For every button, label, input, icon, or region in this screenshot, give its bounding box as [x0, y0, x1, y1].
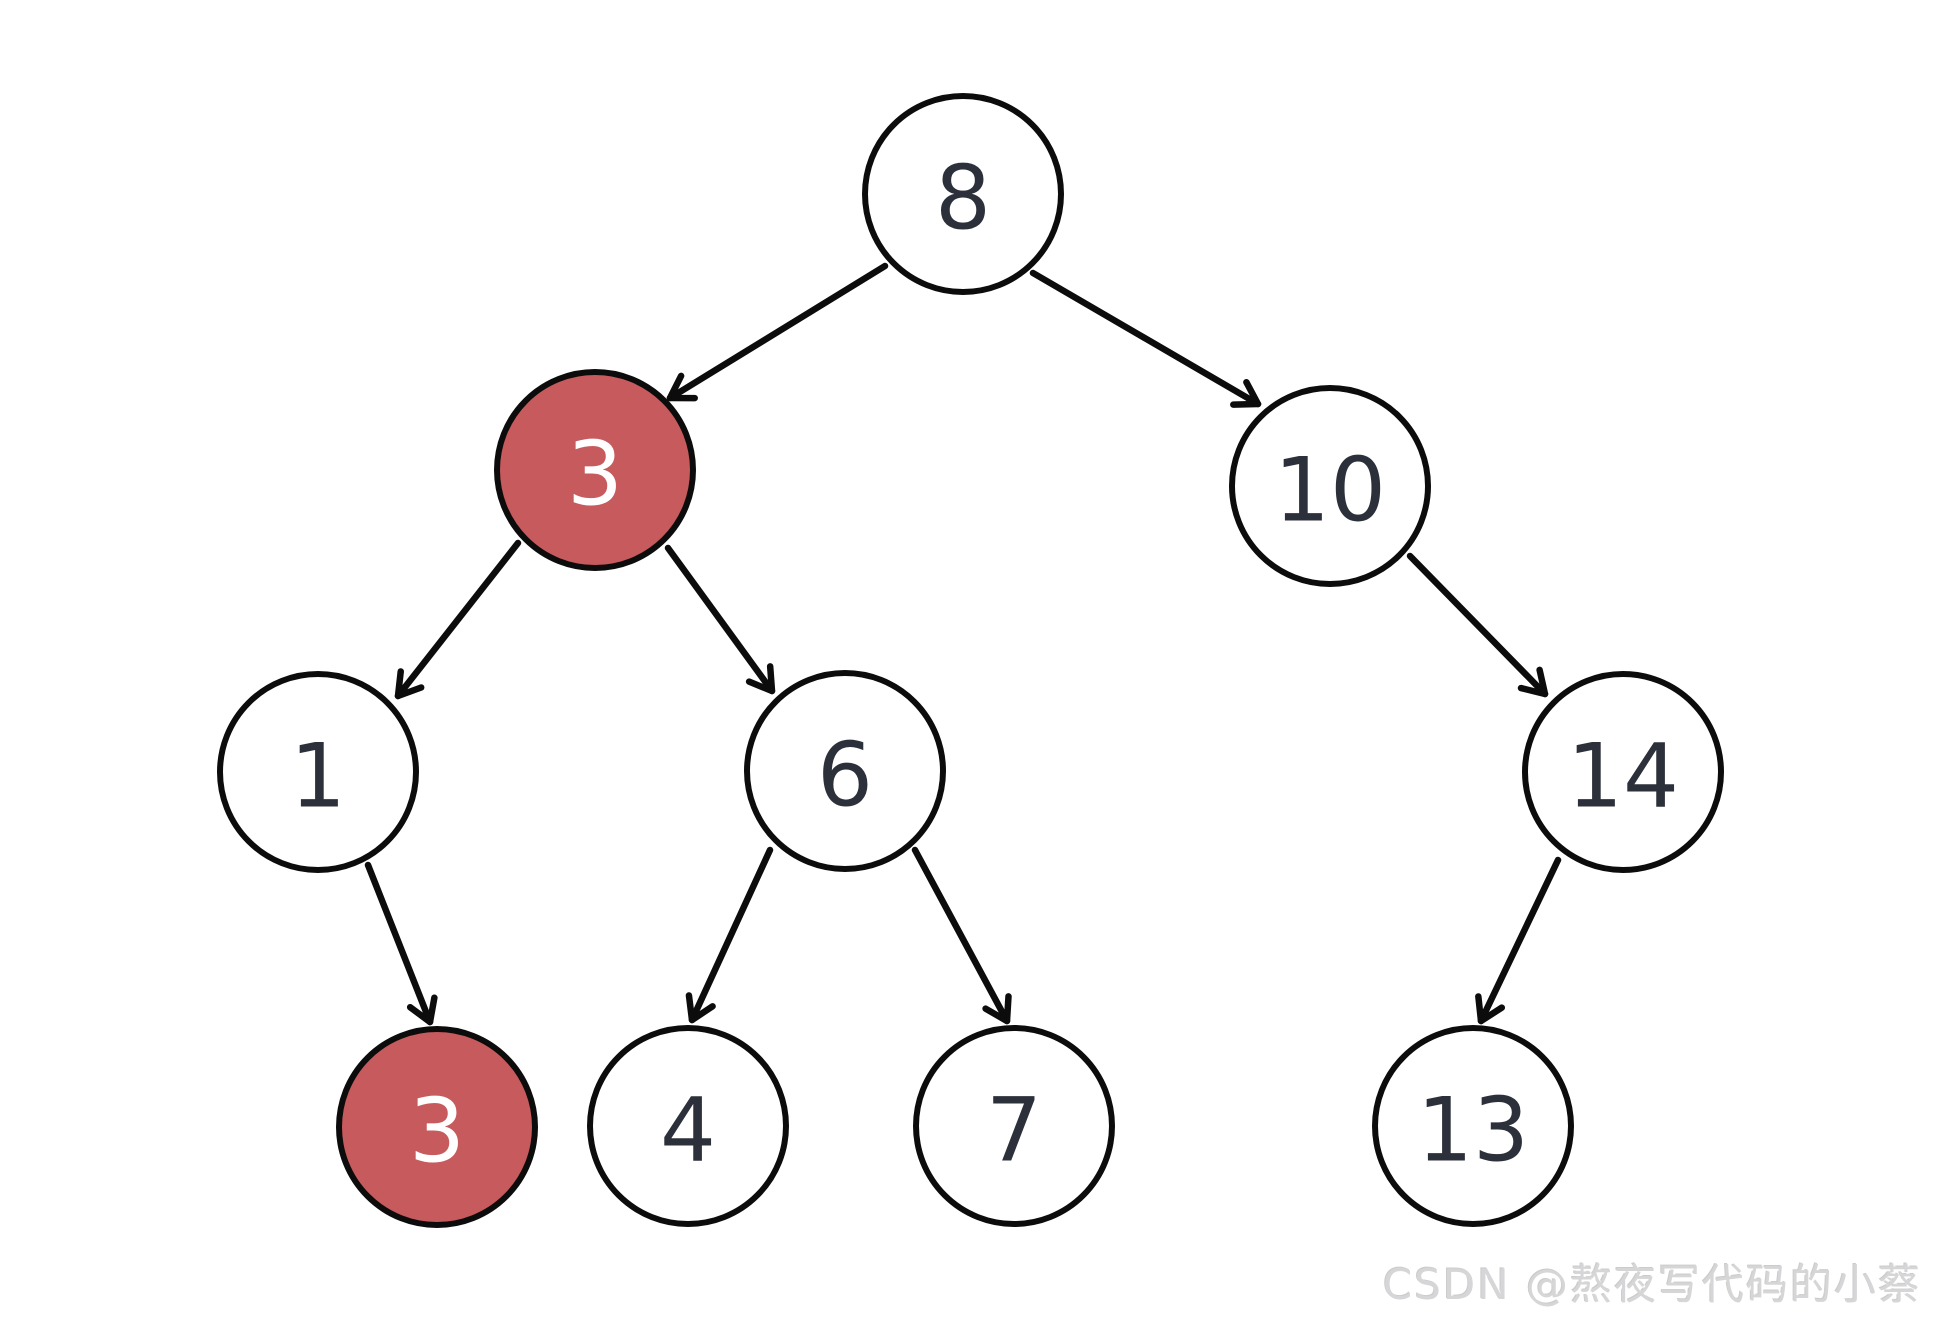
edge-14-to-13	[1475, 856, 1562, 1025]
edge-8-to-3a	[666, 262, 889, 402]
node-circle	[862, 93, 1064, 295]
tree-node-14: 14	[1522, 671, 1724, 873]
node-label: 14	[1567, 725, 1679, 828]
nodes-layer: 8 3 10 1 6 14 3 4 7 13	[217, 93, 1724, 1228]
node-label: 3	[409, 1080, 465, 1183]
node-label: 1	[290, 725, 346, 828]
node-circle	[1522, 671, 1724, 873]
node-circle	[1372, 1025, 1574, 1227]
edge-8-to-10	[1029, 269, 1262, 408]
edge-10-to-14	[1406, 552, 1549, 698]
node-circle	[744, 670, 946, 872]
tree-node-10: 10	[1229, 385, 1431, 587]
tree-node-3a: 3	[494, 369, 696, 571]
tree-node-13: 13	[1372, 1025, 1574, 1227]
node-circle	[913, 1025, 1115, 1227]
watermark: CSDN @熬夜写代码的小蔡	[1382, 1260, 1922, 1309]
node-circle	[494, 369, 696, 571]
tree-node-1: 1	[217, 671, 419, 873]
node-circle	[217, 671, 419, 873]
tree-node-6: 6	[744, 670, 946, 872]
node-circle	[336, 1026, 538, 1228]
edge-1-to-3b	[364, 861, 438, 1026]
node-circle	[587, 1025, 789, 1227]
edge-3a-to-1	[394, 539, 522, 700]
edge-6-to-7	[911, 846, 1012, 1025]
edge-3a-to-6	[664, 544, 776, 695]
node-label: 8	[935, 147, 991, 250]
node-label: 13	[1417, 1079, 1529, 1182]
node-label: 4	[660, 1079, 716, 1182]
node-label: 6	[817, 724, 873, 827]
edge-6-to-4	[685, 846, 774, 1024]
tree-node-3b: 3	[336, 1026, 538, 1228]
tree-node-4: 4	[587, 1025, 789, 1227]
edges-layer	[364, 262, 1562, 1026]
node-label: 3	[567, 423, 623, 526]
node-label: 10	[1274, 439, 1386, 542]
tree-node-7: 7	[913, 1025, 1115, 1227]
tree-node-8: 8	[862, 93, 1064, 295]
node-label: 7	[986, 1079, 1042, 1182]
node-circle	[1229, 385, 1431, 587]
